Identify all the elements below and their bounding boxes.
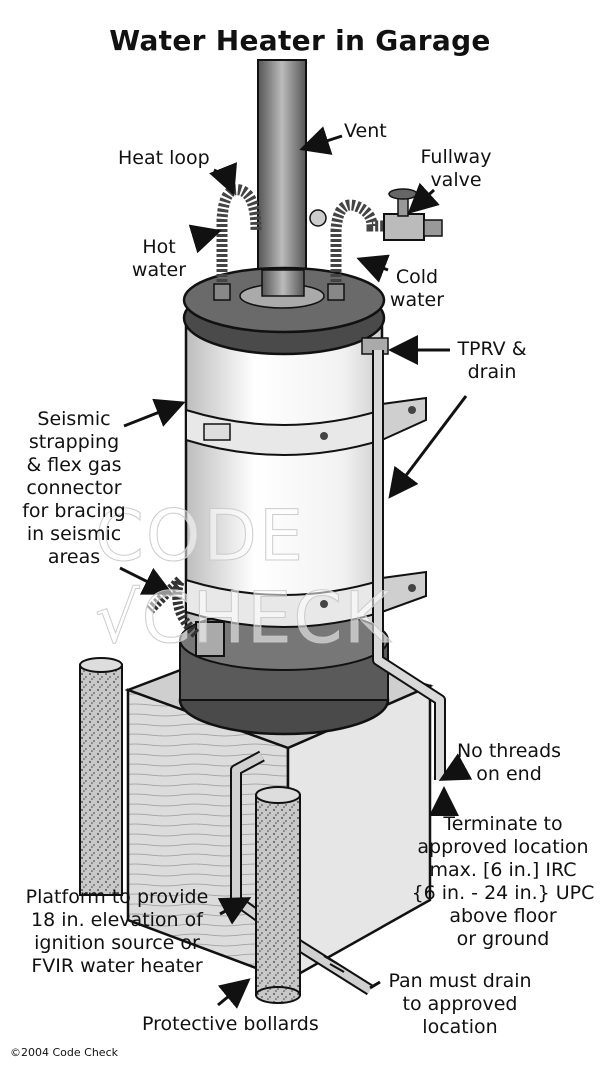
label-heat-loop: Heat loop	[118, 147, 210, 169]
label-cold-water: Cold water	[389, 266, 445, 311]
hot-water-heat-loop	[216, 184, 262, 292]
fullway-valve	[309, 188, 443, 241]
label-protective-bollards: Protective bollards	[142, 1013, 319, 1035]
protective-bollard-left	[79, 657, 123, 896]
label-vent: Vent	[344, 120, 387, 142]
gas-control-valve	[195, 621, 225, 657]
label-pan-drain: Pan must drain to approved location	[388, 970, 532, 1038]
label-platform: Platform to provide 18 in. elevation of …	[25, 886, 209, 977]
watermark: CODE √CHECK	[95, 495, 393, 660]
cold-water-flex	[330, 199, 392, 292]
label-fullway-valve: Fullway valve	[420, 146, 492, 191]
copyright-notice: ©2004 Code Check	[10, 1046, 118, 1059]
label-tprv-drain: TPRV & drain	[457, 338, 527, 383]
label-arrows	[119, 126, 473, 1009]
label-no-threads: No threads on end	[456, 740, 562, 785]
label-terminate: Terminate to approved location max. [6 i…	[411, 813, 595, 950]
protective-bollard-front	[255, 786, 301, 1004]
vent-pipe	[257, 59, 307, 291]
label-hot-water: Hot water	[131, 236, 187, 281]
flex-gas-connector	[146, 576, 200, 638]
seismic-straps	[185, 396, 427, 628]
label-seismic-strapping: Seismic strapping & flex gas connector f…	[22, 408, 126, 568]
page-title: Water Heater in Garage	[109, 24, 491, 57]
